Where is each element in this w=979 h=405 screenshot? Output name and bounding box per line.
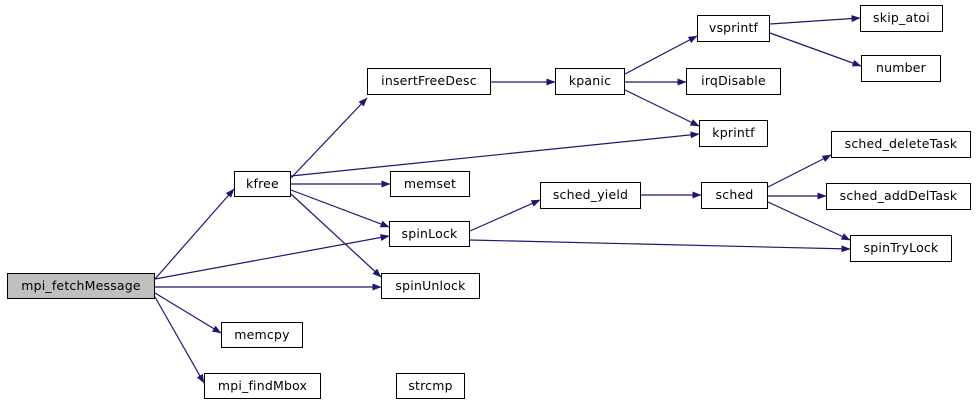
node-kpanic[interactable]: kpanic	[555, 68, 625, 95]
node-label: kfree	[246, 175, 279, 191]
node-label: vsprintf	[708, 20, 759, 36]
node-label: sched_addDelTask	[839, 188, 958, 204]
node-label: spinTryLock	[863, 240, 939, 256]
node-vsprintf[interactable]: vsprintf	[697, 15, 770, 42]
node-memcpy[interactable]: memcpy	[221, 322, 303, 348]
node-spinTryLock[interactable]: spinTryLock	[850, 235, 952, 262]
node-mpi_findMbox[interactable]: mpi_findMbox	[204, 373, 321, 399]
node-label: kpanic	[568, 73, 612, 89]
node-sched_addDelTask[interactable]: sched_addDelTask	[826, 183, 971, 210]
node-label: insertFreeDesc	[381, 73, 477, 89]
node-label: mpi_findMbox	[217, 377, 308, 393]
node-insertFreeDesc[interactable]: insertFreeDesc	[367, 68, 491, 95]
node-number[interactable]: number	[861, 55, 941, 82]
node-skip_atoi[interactable]: skip_atoi	[860, 5, 943, 32]
node-label: memset	[403, 175, 457, 191]
node-label: spinLock	[401, 225, 458, 241]
node-strcmp[interactable]: strcmp	[396, 373, 465, 399]
node-sched[interactable]: sched	[701, 182, 768, 209]
node-label: sched	[715, 187, 754, 203]
node-mpi_fetchMessage[interactable]: mpi_fetchMessage	[7, 273, 155, 299]
node-label: spinUnlock	[395, 277, 466, 293]
node-label: irqDisable	[701, 73, 766, 89]
node-label: number	[876, 60, 926, 76]
node-sched_deleteTask[interactable]: sched_deleteTask	[831, 131, 971, 158]
node-sched_yield[interactable]: sched_yield	[540, 182, 641, 209]
node-label: sched_yield	[552, 187, 629, 203]
node-kfree[interactable]: kfree	[234, 171, 291, 197]
node-label: strcmp	[408, 377, 453, 393]
node-label: skip_atoi	[873, 10, 930, 26]
node-label: kprintf	[712, 125, 755, 141]
node-label: mpi_fetchMessage	[21, 277, 141, 293]
node-spinUnlock[interactable]: spinUnlock	[381, 273, 480, 299]
node-memset[interactable]: memset	[390, 171, 470, 197]
node-spinLock[interactable]: spinLock	[389, 221, 470, 247]
node-irqDisable[interactable]: irqDisable	[686, 68, 781, 95]
node-kprintf[interactable]: kprintf	[699, 120, 768, 147]
node-label: memcpy	[234, 326, 290, 342]
node-label: sched_deleteTask	[844, 136, 958, 152]
